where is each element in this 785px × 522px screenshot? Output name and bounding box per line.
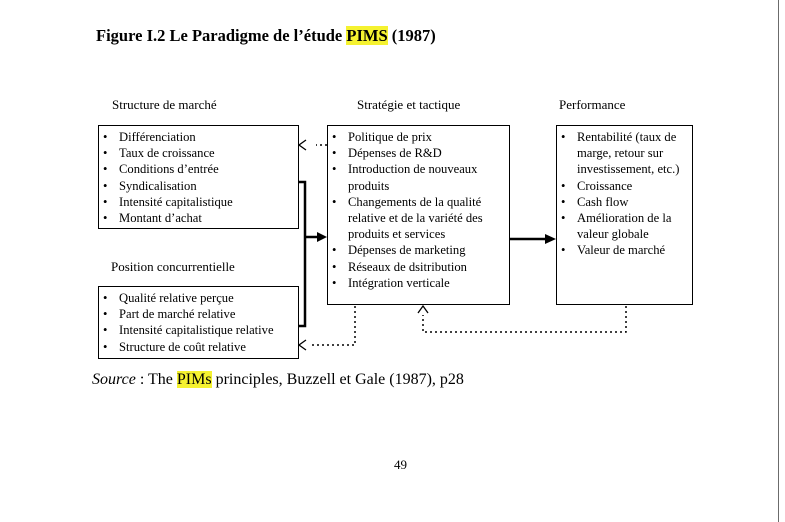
list-item: Taux de croissance <box>99 145 298 161</box>
position-label: Position concurrentielle <box>111 259 235 274</box>
list-item: Amélioration de la valeur globale <box>557 210 692 242</box>
structure-list: Différenciation Taux de croissance Condi… <box>99 129 298 226</box>
figure-title: Figure I.2 Le Paradigme de l’étude PIMS … <box>96 26 436 45</box>
list-item: Qualité relative perçue <box>99 290 298 306</box>
performance-list: Rentabilité (taux de marge, retour sur i… <box>557 129 692 259</box>
performance-label: Performance <box>559 97 626 112</box>
list-item: Cash flow <box>557 194 692 210</box>
bracket-connector <box>299 180 318 328</box>
performance-box: Rentabilité (taux de marge, retour sur i… <box>556 125 693 305</box>
position-list: Qualité relative perçue Part de marché r… <box>99 290 298 355</box>
list-item: Introduction de nouveaux produits <box>328 161 509 193</box>
list-item: Rentabilité (taux de marge, retour sur i… <box>557 129 692 178</box>
title-highlight: PIMS <box>346 26 388 45</box>
list-item: Intensité capitalistique <box>99 194 298 210</box>
source-line: Source : The PIMs principles, Buzzell et… <box>92 371 464 388</box>
arrow-to-strategy <box>317 232 327 242</box>
list-item: Syndicalisation <box>99 178 298 194</box>
list-item: Valeur de marché <box>557 242 692 258</box>
list-item: Conditions d’entrée <box>99 161 298 177</box>
list-item: Réseaux de dsitribution <box>328 259 509 275</box>
page-edge-rule <box>778 0 779 522</box>
list-item: Changements de la qualité relative et de… <box>328 194 509 243</box>
page-number: 49 <box>394 457 407 472</box>
strategy-label: Stratégie et tactique <box>357 97 461 112</box>
arrow-to-performance <box>545 234 556 244</box>
list-item: Croissance <box>557 178 692 194</box>
list-item: Dépenses de R&D <box>328 145 509 161</box>
list-item: Structure de coût relative <box>99 339 298 355</box>
list-item: Intensité capitalistique relative <box>99 322 298 338</box>
strategy-list: Politique de prix Dépenses de R&D Introd… <box>328 129 509 291</box>
source-highlight: PIMs <box>176 371 212 388</box>
list-item: Dépenses de marketing <box>328 242 509 258</box>
list-item: Montant d’achat <box>99 210 298 226</box>
feedback-dotted-lines <box>311 144 627 346</box>
structure-label: Structure de marché <box>112 97 217 112</box>
structure-box: Différenciation Taux de croissance Condi… <box>98 125 299 229</box>
list-item: Différenciation <box>99 129 298 145</box>
list-item: Politique de prix <box>328 129 509 145</box>
position-box: Qualité relative perçue Part de marché r… <box>98 286 299 359</box>
list-item: Intégration verticale <box>328 275 509 291</box>
list-item: Part de marché relative <box>99 306 298 322</box>
strategy-box: Politique de prix Dépenses de R&D Introd… <box>327 125 510 305</box>
dotted-arrowheads <box>297 139 429 351</box>
